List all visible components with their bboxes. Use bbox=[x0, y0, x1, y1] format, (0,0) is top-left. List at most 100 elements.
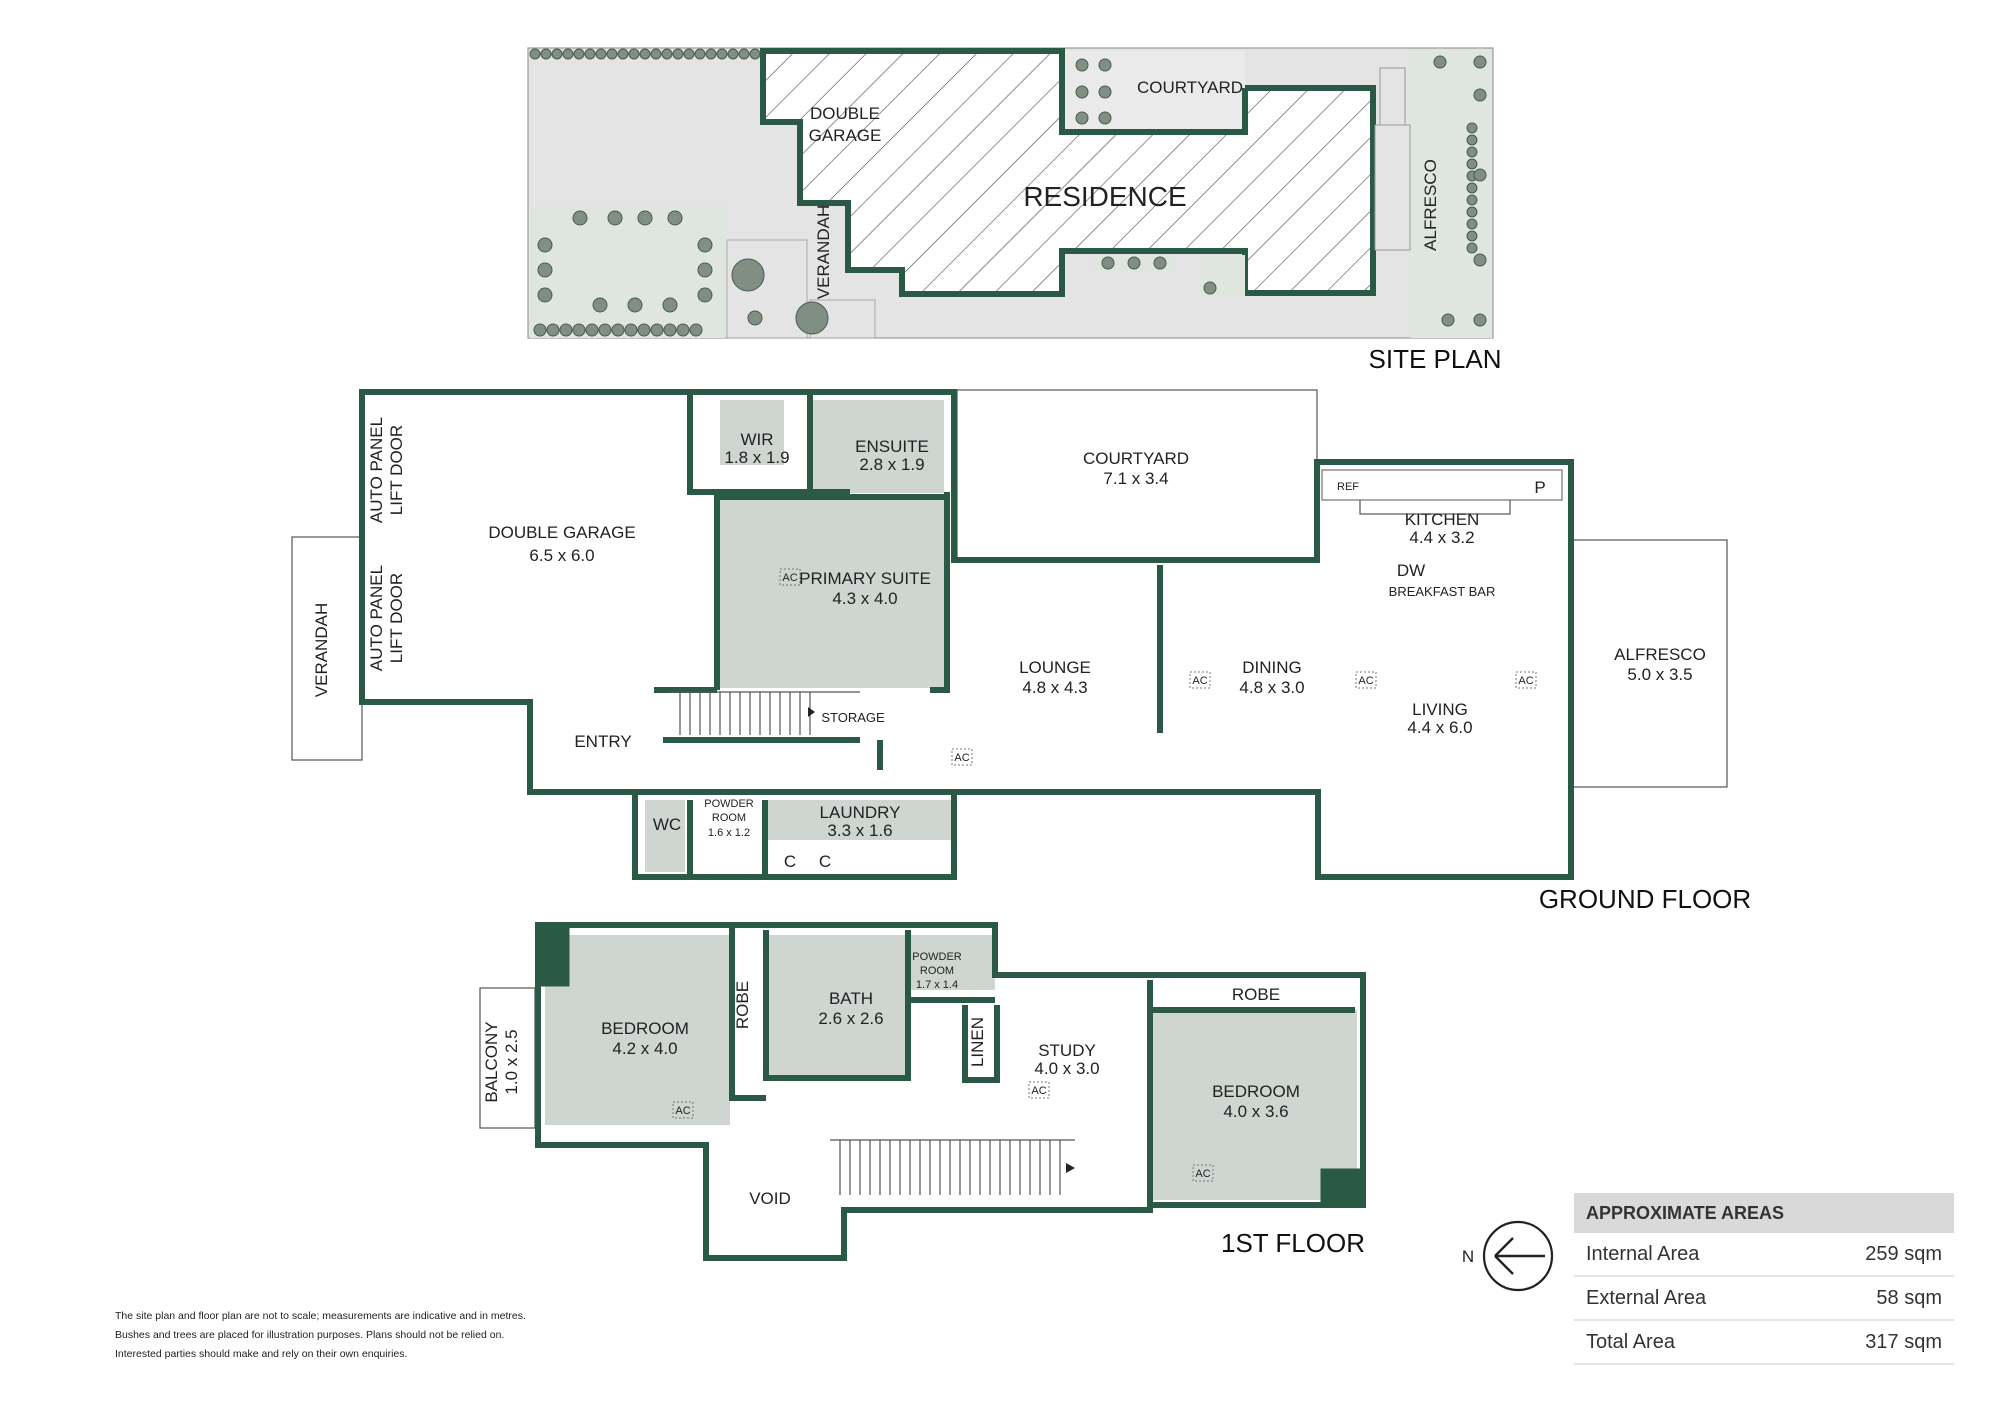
disclaimer-line: Interested parties should make and rely … bbox=[115, 1348, 408, 1360]
tree-icon bbox=[1473, 55, 1487, 69]
hedge-icon bbox=[529, 48, 541, 60]
ff-bath-size: 2.6 x 2.6 bbox=[818, 1009, 883, 1028]
disclaimer-line: Bushes and trees are placed for illustra… bbox=[115, 1329, 505, 1341]
hedge-icon bbox=[585, 323, 599, 337]
tree-icon bbox=[1473, 253, 1487, 267]
gf-wir-fill bbox=[720, 400, 784, 465]
ff-bath-fill bbox=[766, 935, 906, 1075]
hedge-icon bbox=[572, 323, 586, 337]
ac-label: AC bbox=[1358, 675, 1373, 687]
hedge-icon bbox=[749, 48, 761, 60]
hedge-icon bbox=[676, 323, 690, 337]
hedge-icon bbox=[672, 48, 684, 60]
gf-dw-label: DW bbox=[1397, 561, 1425, 580]
sp-garage-label: GARAGE bbox=[809, 126, 882, 145]
gf-cupboard-1: C bbox=[784, 852, 796, 871]
tree-icon bbox=[1433, 55, 1447, 69]
ac-unit-icon bbox=[1028, 1081, 1050, 1099]
gf-auto-door-1b: LIFT DOOR bbox=[387, 425, 406, 515]
hedge-icon bbox=[1466, 158, 1478, 170]
gf-wc-label: WC bbox=[653, 815, 681, 834]
hedge-icon bbox=[705, 48, 717, 60]
areas-header: APPROXIMATE AREAS bbox=[1574, 1193, 1954, 1233]
tree-icon bbox=[1098, 85, 1112, 99]
hedge-icon bbox=[546, 323, 560, 337]
ac-label: AC bbox=[1195, 1168, 1210, 1180]
stair-arrow-icon bbox=[1066, 1163, 1075, 1173]
compass-circle bbox=[1482, 1220, 1554, 1292]
gf-ensuite-size: 2.8 x 1.9 bbox=[859, 455, 924, 474]
ff-void-label: VOID bbox=[749, 1189, 791, 1208]
tree-icon bbox=[1127, 256, 1141, 270]
tree-icon bbox=[662, 297, 678, 313]
tree-icon bbox=[1098, 58, 1112, 72]
compass-letter: N bbox=[1462, 1247, 1474, 1266]
tree-icon bbox=[1441, 313, 1455, 327]
ac-unit-icon bbox=[1189, 671, 1211, 689]
hedge-icon bbox=[562, 48, 574, 60]
tree-icon bbox=[731, 258, 765, 292]
gf-kitchen-name: KITCHEN bbox=[1405, 510, 1480, 529]
ff-bedroom-2-size: 4.0 x 3.6 bbox=[1223, 1102, 1288, 1121]
hedge-icon bbox=[1466, 122, 1478, 134]
gf-courtyard-name: COURTYARD bbox=[1083, 449, 1189, 468]
ac-label: AC bbox=[675, 1105, 690, 1117]
hedge-icon bbox=[611, 323, 625, 337]
ff-stairs bbox=[830, 1139, 1075, 1195]
gf-laundry-name: LAUNDRY bbox=[820, 803, 901, 822]
gf-wir-size: 1.8 x 1.9 bbox=[724, 448, 789, 467]
gf-cupboard-2: C bbox=[819, 852, 831, 871]
gf-alfresco-size: 5.0 x 3.5 bbox=[1627, 665, 1692, 684]
hedge-icon bbox=[738, 48, 750, 60]
ff-outer-walls bbox=[535, 922, 1366, 1261]
area-label: Total Area bbox=[1574, 1320, 1798, 1365]
front-garden bbox=[530, 205, 725, 338]
tree-icon bbox=[1473, 313, 1487, 327]
ff-balcony-name: BALCONY bbox=[482, 1021, 501, 1102]
tree-icon bbox=[1075, 58, 1089, 72]
ff-bedroom-1-name: BEDROOM bbox=[601, 1019, 689, 1038]
gf-powder-1: POWDER bbox=[704, 798, 754, 810]
gf-auto-door-2b: LIFT DOOR bbox=[387, 573, 406, 663]
gf-primary-suite-size: 4.3 x 4.0 bbox=[832, 589, 897, 608]
hedge-icon bbox=[540, 48, 552, 60]
hedge-icon bbox=[683, 48, 695, 60]
gf-ensuite-name: ENSUITE bbox=[855, 437, 929, 456]
tree-icon bbox=[697, 287, 713, 303]
gf-powder-size: 1.6 x 1.2 bbox=[708, 827, 750, 839]
gf-laundry-size: 3.3 x 1.6 bbox=[827, 821, 892, 840]
hedge-icon bbox=[617, 48, 629, 60]
tree-icon bbox=[627, 297, 643, 313]
hedge-icon bbox=[606, 48, 618, 60]
gf-living-size: 4.4 x 6.0 bbox=[1407, 718, 1472, 737]
hedge-icon bbox=[1466, 134, 1478, 146]
sp-courtyard-label: COURTYARD bbox=[1137, 78, 1243, 97]
hedge-icon bbox=[639, 48, 651, 60]
gf-auto-door-2a: AUTO PANEL bbox=[367, 565, 386, 671]
tree-icon bbox=[537, 287, 553, 303]
gf-kitchen-size: 4.4 x 3.2 bbox=[1409, 528, 1474, 547]
gf-lounge-name: LOUNGE bbox=[1019, 658, 1091, 677]
hedge-icon bbox=[559, 323, 573, 337]
hedge-icon bbox=[595, 48, 607, 60]
ff-bedroom-2-name: BEDROOM bbox=[1212, 1082, 1300, 1101]
ff-robe-1-label: ROBE bbox=[733, 981, 752, 1029]
hedge-icon bbox=[716, 48, 728, 60]
gf-dining-size: 4.8 x 3.0 bbox=[1239, 678, 1304, 697]
hedge-icon bbox=[663, 323, 677, 337]
ac-unit-icon bbox=[1515, 671, 1537, 689]
hedge-icon bbox=[1466, 206, 1478, 218]
ac-unit-icon bbox=[672, 1101, 694, 1119]
ground-floor-title: GROUND FLOOR bbox=[1539, 884, 1751, 914]
tree-icon bbox=[697, 237, 713, 253]
ac-unit-icon bbox=[779, 568, 801, 586]
tree-icon bbox=[1153, 256, 1167, 270]
gf-primary-suite-fill bbox=[720, 498, 945, 688]
site-plan-title: SITE PLAN bbox=[1369, 344, 1502, 374]
hedge-icon bbox=[1466, 242, 1478, 254]
site-plan: DOUBLE GARAGE COURTYARD RESIDENCE ALFRES… bbox=[527, 47, 1502, 374]
disclaimer-line: The site plan and floor plan are not to … bbox=[115, 1310, 526, 1322]
sp-residence-label: RESIDENCE bbox=[1023, 181, 1186, 212]
